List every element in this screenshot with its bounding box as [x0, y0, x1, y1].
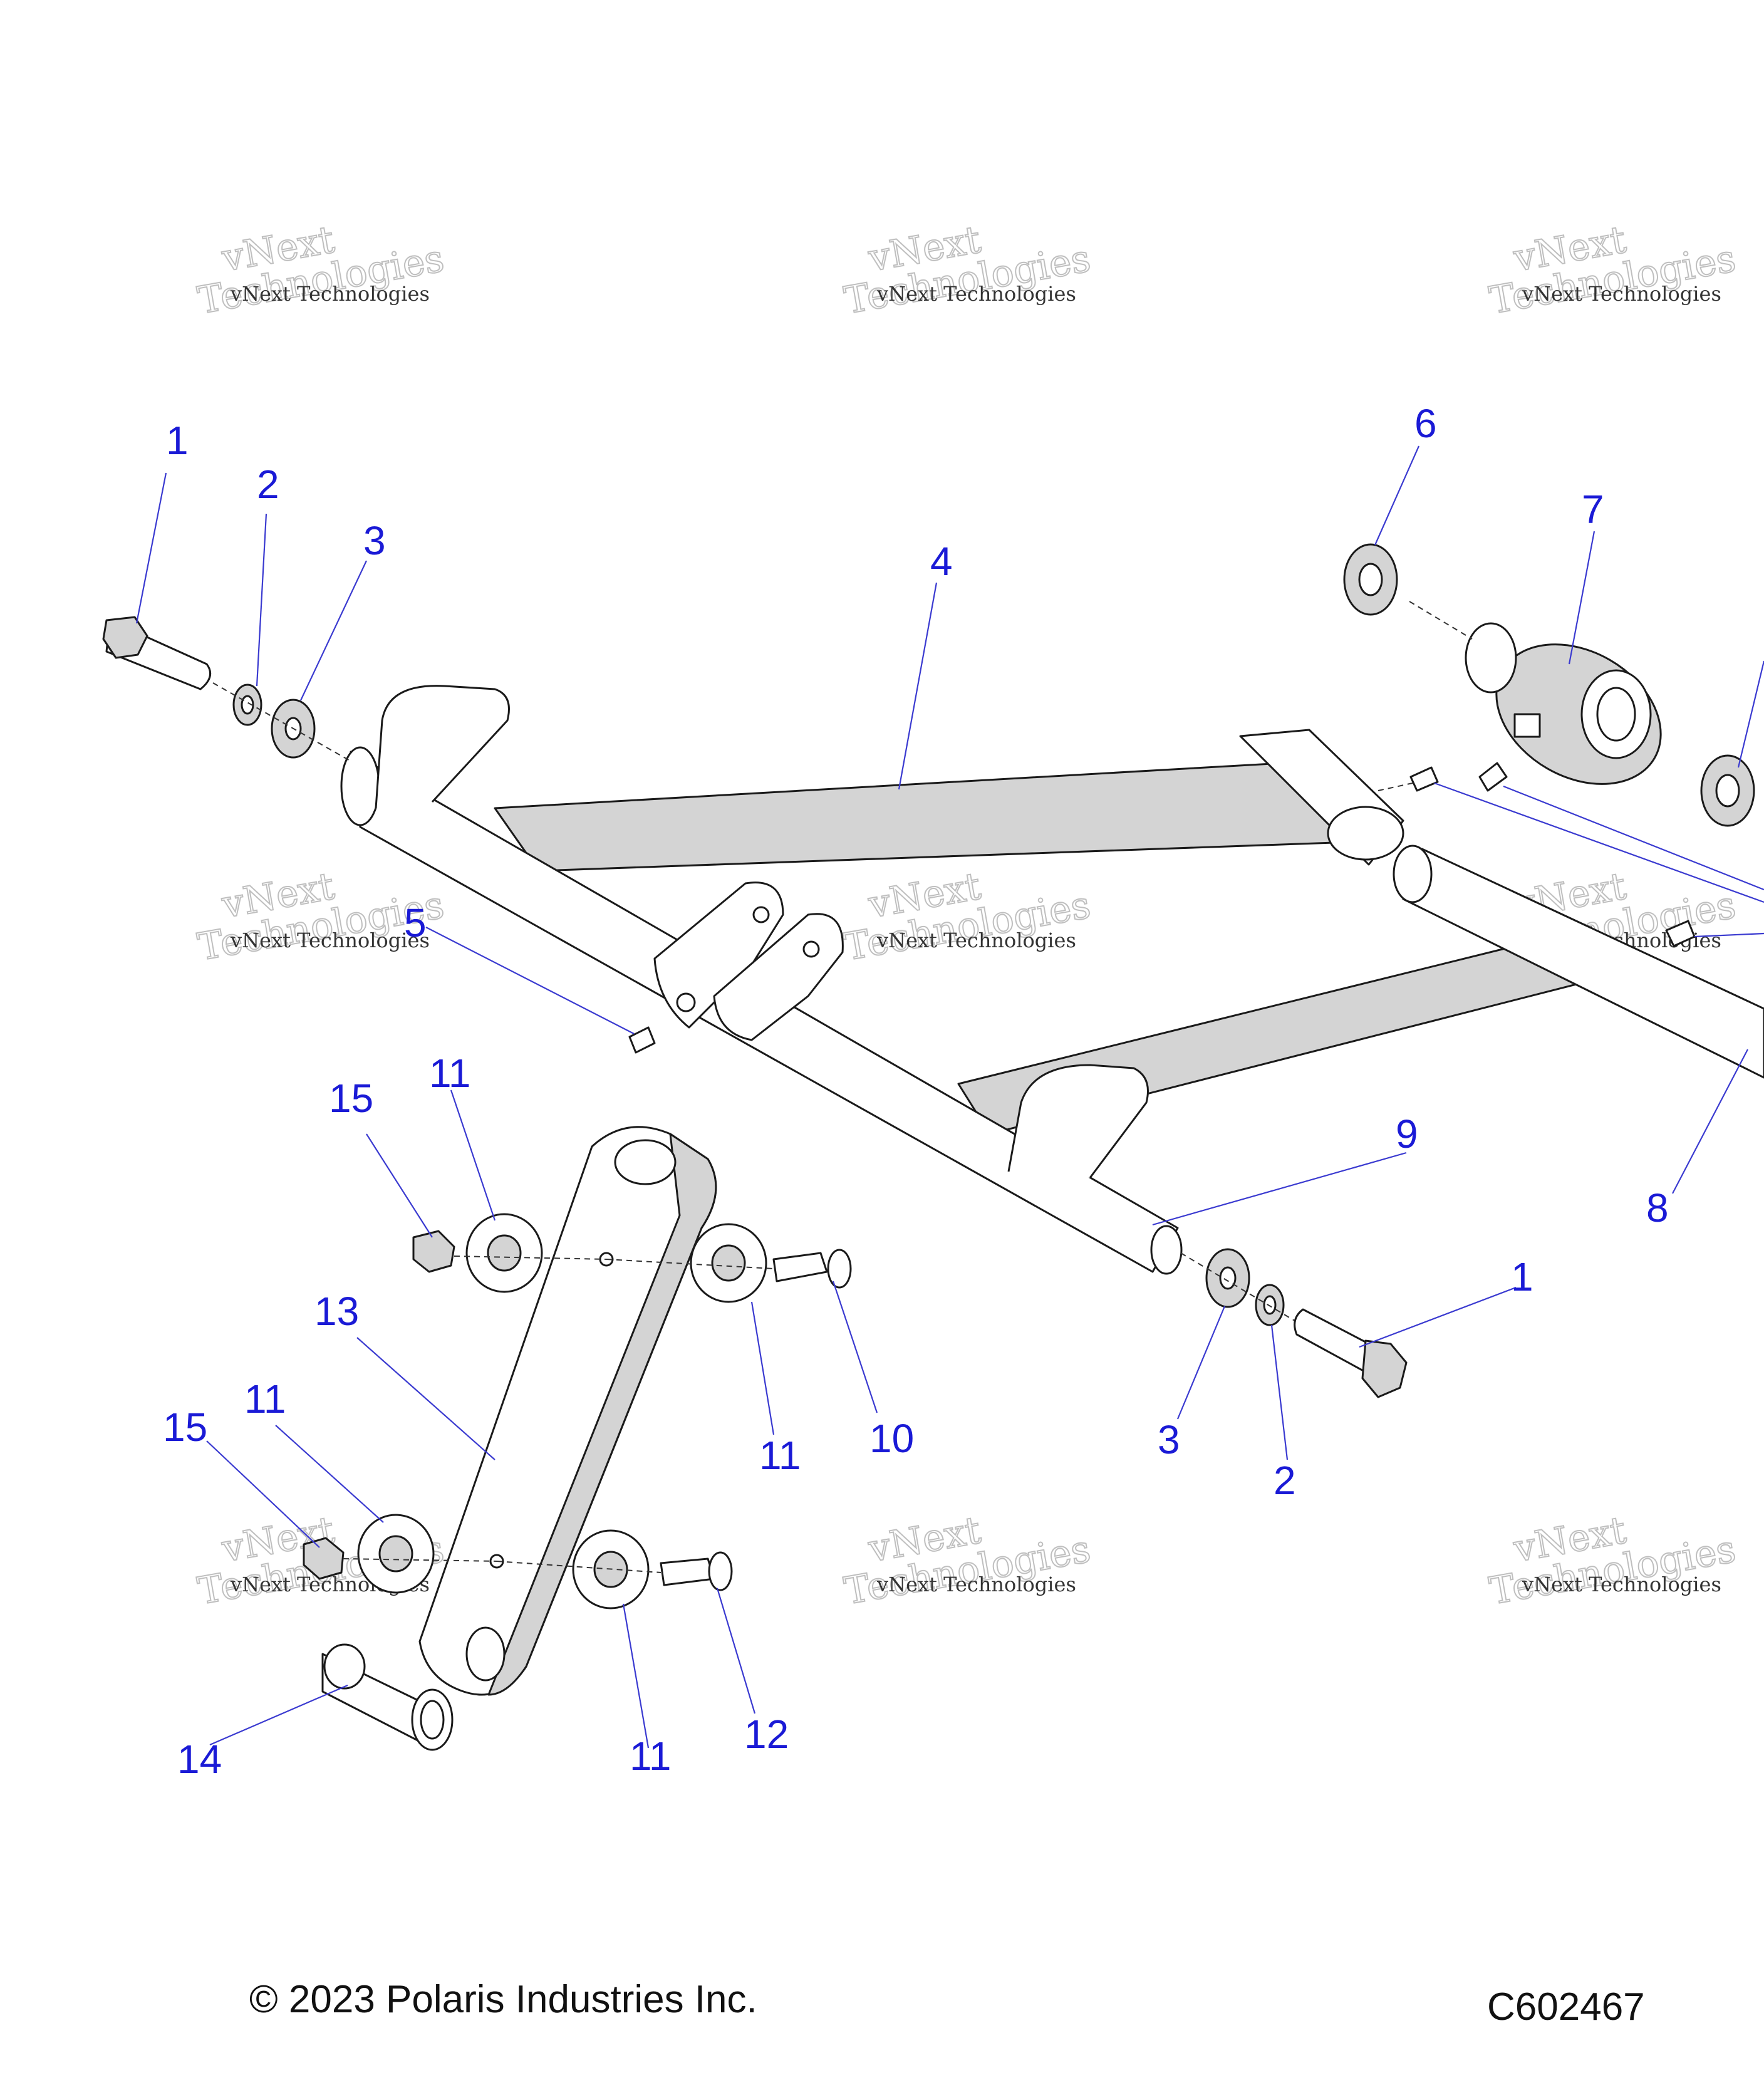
nut-lower: [303, 1537, 345, 1580]
callout-13: 13: [314, 1289, 359, 1334]
bolt-head: [1361, 1339, 1408, 1398]
bushing-sleeve-bottom-bore: [420, 1700, 445, 1740]
callout-4: 4: [930, 539, 953, 584]
link-arm-bottom-bore: [465, 1626, 506, 1682]
callout-8: 8: [1646, 1185, 1669, 1230]
svg-text:vNext Technologies: vNext Technologies: [1522, 1573, 1721, 1596]
watermark: vNext Technologies vNext Technologies: [1486, 217, 1740, 324]
callout-15: 15: [329, 1076, 373, 1121]
bolt-lower-link-head: [708, 1551, 733, 1591]
bolt-top-left: [102, 616, 212, 690]
link-arm-top-bore: [614, 1139, 677, 1185]
shock-mount-hole: [802, 940, 820, 958]
watermark: vNext Technologies vNext Technologies: [841, 1508, 1094, 1614]
bushing-bracket: [1465, 622, 1662, 785]
bushing-washer-lower-left-boss: [378, 1535, 413, 1573]
a-arm-main-tube-right-end: [1150, 1225, 1183, 1275]
bolt-lower-link: [660, 1557, 715, 1586]
lock-washer-top-left-hole: [241, 695, 254, 715]
pivot-tube-end: [1393, 845, 1433, 903]
callout-11: 11: [244, 1376, 286, 1422]
link-arm-side: [487, 1133, 717, 1696]
nut-upper: [412, 1230, 455, 1273]
bushing-sleeve-inner: [1596, 687, 1636, 742]
thrust-washer-right-hole: [1715, 774, 1740, 808]
leader-lines: [135, 445, 1764, 1749]
callout-6: 6: [1414, 401, 1437, 446]
watermark: vNext Technologies vNext Technologies: [841, 864, 1094, 970]
svg-text:vNext Technologies: vNext Technologies: [230, 928, 430, 952]
lock-washer-bottom-right-hole: [1263, 1295, 1277, 1315]
callout-3: 3: [363, 518, 386, 563]
copyright-notice: © 2023 Polaris Industries Inc.: [249, 1978, 757, 2021]
bushing-washer-upper-right-boss: [711, 1244, 746, 1282]
callout-1: 1: [1511, 1254, 1533, 1299]
a-arm-grab-loop-left: [375, 685, 510, 809]
callout-5: 5: [404, 900, 427, 945]
bushing-washer-upper-left-boss: [487, 1234, 522, 1272]
link-arm: [418, 1126, 717, 1696]
flat-washer-bottom-right-hole: [1219, 1266, 1237, 1290]
bolt-upper-link: [772, 1252, 828, 1282]
svg-text:vNext Technologies: vNext Technologies: [230, 282, 430, 306]
watermark: vNext Technologies vNext Technologies: [1486, 1508, 1740, 1614]
callout-11: 11: [429, 1051, 470, 1096]
callout-11: 11: [759, 1433, 801, 1478]
callout-10: 10: [869, 1416, 914, 1461]
callout-15: 15: [163, 1405, 207, 1450]
shock-mount-bolt-hole: [676, 992, 696, 1012]
callout-9: 9: [1396, 1111, 1418, 1157]
svg-text:vNext Technologies: vNext Technologies: [876, 928, 1076, 952]
bolt-head: [102, 616, 148, 659]
callout-11: 11: [630, 1734, 671, 1779]
a-arm-assembly: [340, 685, 1605, 1275]
callouts: 1 2 3 4 5 6 7 8 9 1 3 2 10 11 11 11 11 1…: [163, 401, 1669, 1782]
link-assembly: [303, 1126, 852, 1751]
watermark: vNext Technologies vNext Technologies: [194, 217, 448, 324]
callout-7: 7: [1582, 487, 1604, 532]
a-arm-grab-loop-right: [1007, 1064, 1149, 1178]
svg-text:vNext Technologies: vNext Technologies: [1522, 282, 1721, 306]
callout-12: 12: [744, 1712, 789, 1757]
bolt-bottom-right: [1294, 1308, 1408, 1398]
callout-2: 2: [1274, 1458, 1296, 1503]
thrust-washer-top-hole: [1358, 563, 1383, 596]
bushing-key: [1513, 713, 1541, 738]
callout-14: 14: [177, 1737, 222, 1782]
callout-2: 2: [257, 462, 279, 507]
grease-fitting-left: [628, 1026, 656, 1054]
bushing-sleeve-a: [1465, 622, 1517, 694]
svg-text:vNext Technologies: vNext Technologies: [876, 1573, 1076, 1596]
callout-3: 3: [1158, 1417, 1180, 1462]
bolt-upper-link-head: [827, 1249, 852, 1289]
a-arm-tube-end: [1327, 806, 1404, 861]
a-arm-upper-tube: [494, 760, 1336, 872]
watermark: vNext Technologies vNext Technologies: [841, 217, 1094, 324]
grease-fitting-top-right-2: [1478, 762, 1508, 792]
svg-text:vNext Technologies: vNext Technologies: [876, 282, 1076, 306]
grease-fitting-top-right: [1409, 766, 1439, 792]
callout-1: 1: [166, 418, 189, 463]
shock-mount-hole: [752, 906, 770, 923]
bushing-sleeve-bottom-end-a: [323, 1643, 366, 1690]
diagram-code: C602467: [1487, 1985, 1645, 2029]
